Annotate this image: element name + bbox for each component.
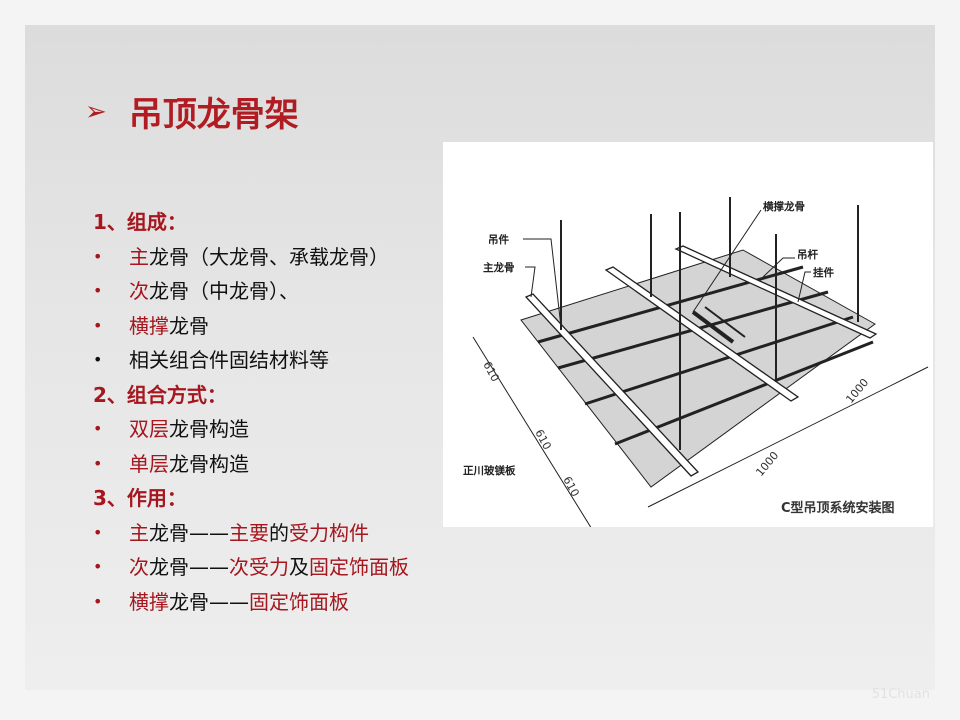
text-segment: 龙骨—— [149, 520, 229, 545]
chevron-right-arrow-icon: ➢ [85, 96, 107, 127]
list-item: • 次龙骨——次受力及固定饰面板 [93, 550, 409, 585]
dimension-610-3: 610 [560, 474, 581, 499]
text-segment: 横撑 [129, 313, 169, 338]
diagram-svg: 吊件 主龙骨 横撑龙骨 吊杆 挂件 正川玻镁板 610 610 610 1000… [463, 197, 929, 548]
text-segment: 固定饰面板 [249, 589, 349, 614]
label-cross-runner: 横撑龙骨 [763, 200, 805, 213]
dimension-610-2: 610 [532, 427, 553, 452]
text-segment: 受力构件 [289, 520, 369, 545]
bullet-icon: • [93, 246, 103, 266]
dimension-1000-2: 1000 [753, 449, 781, 479]
bullet-icon: • [93, 453, 103, 473]
figure-caption: C型吊顶系统安装图 [781, 500, 895, 516]
text-segment: 龙骨（中龙骨）、 [149, 279, 299, 303]
section-heading: 2、组合方式： [93, 378, 409, 413]
list-item: • 横撑龙骨——固定饰面板 [93, 585, 409, 620]
text-segment: 次 [129, 279, 149, 303]
bullet-icon: • [93, 419, 103, 438]
list-item: • 双层龙骨构造 [93, 412, 409, 447]
text-segment: 的 [269, 520, 289, 545]
text-segment: 龙骨构造 [169, 417, 249, 441]
text-segment: 次受力 [229, 555, 289, 579]
section-heading: 3、作用： [93, 481, 409, 516]
text-segment: 3、作用： [93, 486, 187, 510]
label-hanger: 吊件 [488, 233, 509, 246]
text-segment: 主要 [229, 520, 269, 545]
text-segment: 双层 [129, 417, 169, 441]
text-segment: 2、组合方式： [93, 382, 227, 407]
text-segment: 龙骨（大龙骨、承载龙骨） [149, 244, 389, 269]
text-segment: 横撑 [129, 589, 169, 614]
list-item: • 横撑龙骨 [93, 309, 409, 344]
label-rod: 吊杆 [797, 248, 818, 261]
bullet-icon: • [93, 557, 103, 576]
label-main-runner: 主龙骨 [483, 261, 515, 274]
text-segment: 次 [129, 555, 149, 579]
text-segment: 及 [289, 555, 309, 579]
text-segment: 主 [129, 520, 149, 545]
text-segment: 龙骨—— [149, 555, 229, 579]
watermark: 51Chuan [871, 687, 930, 702]
list-item: • 单层龙骨构造 [93, 447, 409, 482]
label-clip: 挂件 [813, 266, 834, 279]
list-item: • 次龙骨（中龙骨）、 [93, 274, 409, 309]
title-text: 吊顶龙骨架 [128, 95, 299, 135]
dimension-1000-1: 1000 [843, 376, 871, 406]
bullet-icon: • [93, 522, 103, 542]
text-segment: 单层 [129, 451, 169, 476]
text-segment: 相关组合件固结材料等 [129, 348, 329, 372]
text-segment: 龙骨构造 [169, 451, 249, 476]
content-list: 1、组成：•主龙骨（大龙骨、承载龙骨）•次龙骨（中龙骨）、•横撑龙骨•相关组合件… [93, 205, 409, 619]
label-board: 正川玻镁板 [463, 464, 516, 477]
slide-title: ➢ 吊顶龙骨架 [85, 87, 299, 136]
text-segment: 主 [129, 244, 149, 269]
ceiling-installation-diagram: 吊件 主龙骨 横撑龙骨 吊杆 挂件 正川玻镁板 610 610 610 1000… [443, 142, 933, 548]
list-item: • 相关组合件固结材料等 [93, 343, 409, 378]
text-segment: 1、组成： [93, 210, 187, 234]
bullet-icon: • [93, 591, 103, 611]
dimension-610-1: 610 [480, 359, 501, 384]
list-item: • 主龙骨（大龙骨、承载龙骨） [93, 240, 409, 275]
text-segment: 龙骨—— [169, 589, 249, 614]
text-segment: 固定饰面板 [309, 555, 409, 579]
bullet-icon: • [93, 315, 103, 335]
bullet-icon: • [93, 350, 103, 369]
section-heading: 1、组成： [93, 205, 409, 240]
list-item: • 主龙骨——主要的受力构件 [93, 516, 409, 551]
bullet-icon: • [93, 281, 103, 300]
text-segment: 龙骨 [169, 313, 209, 338]
